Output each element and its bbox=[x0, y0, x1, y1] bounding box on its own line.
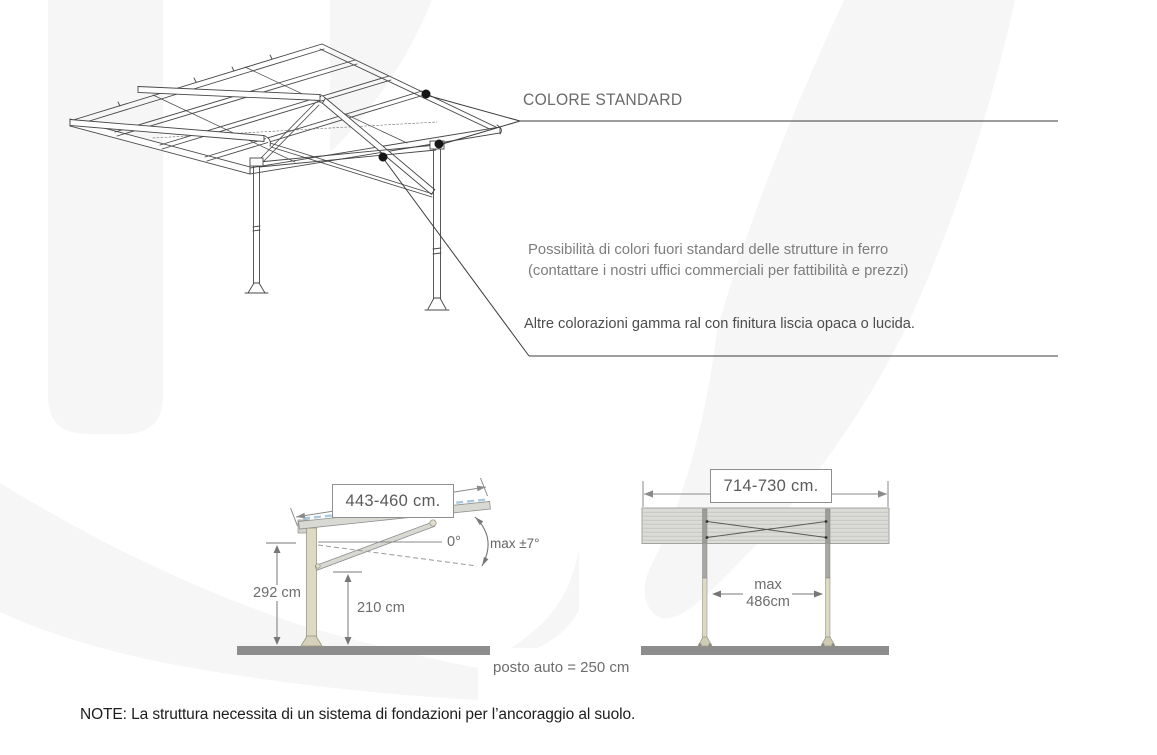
span-max-label-line1: max bbox=[754, 577, 782, 593]
ral-color-text: Altre colorazioni gamma ral con finitura… bbox=[524, 316, 915, 332]
span-max-label-line2: 486cm bbox=[746, 594, 790, 610]
callout-leader-lines bbox=[378, 89, 1058, 357]
custom-color-text-line1: Possibilità di colori fuori standard del… bbox=[528, 242, 889, 258]
callout-dot bbox=[378, 152, 388, 162]
depth-dimension-label: 443-460 cm. bbox=[345, 491, 441, 510]
custom-color-text-line2: (contattare i nostri uffici commerciali … bbox=[528, 263, 909, 279]
foundation-note: NOTE: La struttura necessita di un siste… bbox=[80, 706, 636, 723]
tilt-zero-label: 0° bbox=[447, 534, 461, 550]
isometric-carport-drawing bbox=[69, 43, 502, 311]
front-height-label: 210 cm bbox=[357, 600, 405, 616]
ground-bar bbox=[641, 646, 889, 655]
callout-dot bbox=[421, 89, 431, 99]
watermark-logo bbox=[0, 0, 1015, 700]
cross-bracing bbox=[705, 520, 828, 539]
callout-dot bbox=[434, 139, 444, 149]
ground-bar bbox=[237, 646, 490, 655]
tilt-max-label: max ±7° bbox=[490, 536, 540, 551]
width-dimension-label: 714-730 cm. bbox=[723, 476, 819, 495]
standard-color-heading: COLORE STANDARD bbox=[523, 90, 683, 109]
parking-space-label: posto auto = 250 cm bbox=[493, 659, 630, 676]
front-view-drawing bbox=[641, 481, 890, 655]
rear-height-label: 292 cm bbox=[250, 585, 304, 601]
width-dimension-box: 714-730 cm. bbox=[710, 469, 832, 503]
depth-dimension-box: 443-460 cm. bbox=[332, 484, 454, 518]
